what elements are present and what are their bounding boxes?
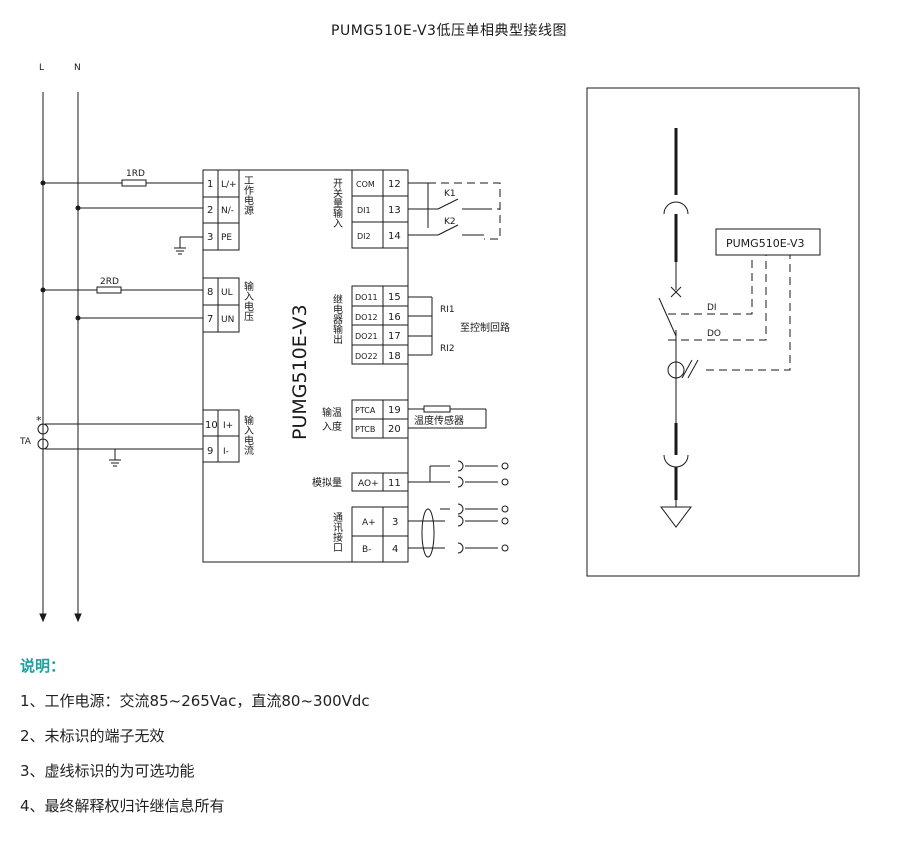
terminal-10-num: 10 <box>205 420 218 431</box>
relay-ri2-label: RI2 <box>440 344 455 354</box>
ta-label: TA <box>19 437 32 447</box>
temp-group-label-b: 入度 <box>322 420 342 433</box>
analog-group-label: 模拟量 <box>312 476 342 489</box>
terminal-12-num: 12 <box>388 179 401 190</box>
temp-sensor-label: 温度传感器 <box>414 414 464 427</box>
terminal-com-name: COM <box>356 180 375 189</box>
terminal-8-num: 8 <box>207 287 213 298</box>
terminal-7-num: 7 <box>207 314 213 325</box>
terminal-1-num: 1 <box>207 179 213 190</box>
voltage-group-label: 输入电压 <box>242 280 254 322</box>
terminal-20-num: 20 <box>388 424 401 435</box>
terminal-2-num: 2 <box>207 205 213 216</box>
panel-device-label: PUMG510E-V3 <box>726 237 805 250</box>
terminal-17-num: 17 <box>388 331 401 342</box>
comm-group-label: 通讯接口 <box>331 512 343 552</box>
terminal-b-name: B- <box>362 545 371 555</box>
note-item: 3、虚线标识的为可选功能 <box>20 762 195 780</box>
terminal-14-num: 14 <box>388 231 401 242</box>
terminal-9-name: I- <box>223 447 229 457</box>
terminal-4b-num: 4 <box>392 544 398 555</box>
terminal-3-num: 3 <box>207 232 213 243</box>
notes-title: 说明： <box>20 657 66 675</box>
ta-star: * <box>36 414 42 427</box>
switch-group-label: 开关量输入 <box>331 178 343 228</box>
panel-do-label: DO <box>707 329 721 339</box>
fuse-2rd-label: 2RD <box>100 277 119 287</box>
fuse-1rd-label: 1RD <box>126 169 145 179</box>
note-item: 1、工作电源：交流85~265Vac，直流80~300Vdc <box>20 692 370 710</box>
terminal-ptcb-name: PTCB <box>355 425 375 434</box>
power-group-label: 工作电源 <box>242 175 254 216</box>
terminal-3-name: PE <box>221 233 232 243</box>
note-item: 4、最终解释权归许继信息所有 <box>20 797 225 815</box>
wiring-diagram: L N 1RD 2RD TA * 1 L/+ 2 N/- 3 PE 工作电源 8… <box>19 63 860 623</box>
terminal-18-num: 18 <box>388 351 401 362</box>
terminal-19-num: 19 <box>388 405 401 416</box>
notes-section: 说明： 1、工作电源：交流85~265Vac，直流80~300Vdc 2、未标识… <box>20 655 370 830</box>
terminal-8-name: UL <box>221 288 233 298</box>
temp-group-label-a: 输温 <box>322 406 342 419</box>
terminal-do21-name: DO21 <box>355 332 378 341</box>
contact-k2-label: K2 <box>444 217 456 227</box>
line-l-label: L <box>39 63 44 73</box>
current-group-label: 输入电流 <box>242 414 254 456</box>
contact-k1-label: K1 <box>444 189 456 199</box>
terminal-9-num: 9 <box>207 446 213 457</box>
line-n-label: N <box>74 63 81 73</box>
terminal-1-name: L/+ <box>221 180 237 190</box>
terminal-11-num: 11 <box>388 478 401 489</box>
relay-ri1-label: RI1 <box>440 305 455 315</box>
terminal-ao-name: AO+ <box>358 479 379 489</box>
panel-di-label: DI <box>707 303 717 313</box>
terminal-16-num: 16 <box>388 312 401 323</box>
device-model-label: PUMG510E-V3 <box>289 304 311 440</box>
terminal-ptca-name: PTCA <box>355 406 376 415</box>
note-item: 2、未标识的端子无效 <box>20 727 165 745</box>
terminal-do22-name: DO22 <box>355 352 378 361</box>
terminal-3b-num: 3 <box>392 517 398 528</box>
terminal-13-num: 13 <box>388 205 401 216</box>
control-loop-label: 至控制回路 <box>460 321 510 334</box>
terminal-di1-name: DI1 <box>357 206 371 215</box>
terminal-do12-name: DO12 <box>355 313 378 322</box>
terminal-15-num: 15 <box>388 292 401 303</box>
terminal-do11-name: DO11 <box>355 293 378 302</box>
terminal-di2-name: DI2 <box>357 232 371 241</box>
relay-group-label: 继电器输出 <box>331 293 343 344</box>
terminal-2-name: N/- <box>221 206 234 216</box>
terminal-10-name: I+ <box>223 421 233 431</box>
terminal-7-name: UN <box>221 315 234 325</box>
diagram-title: PUMG510E-V3低压单相典型接线图 <box>331 23 567 39</box>
terminal-a-name: A+ <box>362 518 376 528</box>
